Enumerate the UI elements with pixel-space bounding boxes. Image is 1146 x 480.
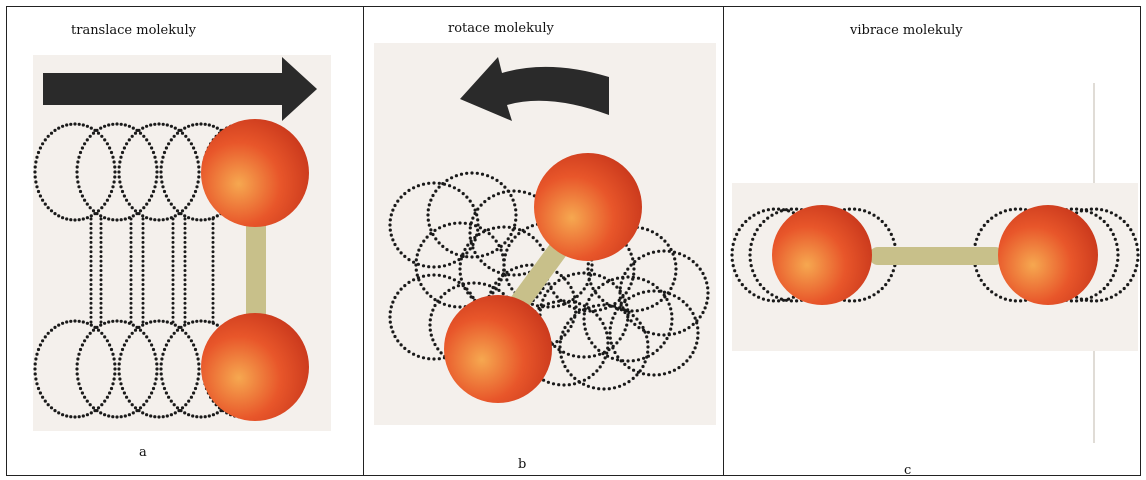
panel-letter: b [518, 457, 526, 472]
atom [534, 153, 642, 261]
panel-letter: c [904, 463, 911, 476]
rotation-diagram [364, 7, 724, 476]
atom [201, 313, 309, 421]
atom [201, 119, 309, 227]
bond [869, 247, 1004, 265]
bond [246, 222, 266, 322]
panel-letter: a [139, 445, 147, 460]
atom [772, 205, 872, 305]
panel-rotation: rotace molekuly b [363, 6, 724, 476]
panel-vibration: vibrace molekuly c [723, 6, 1141, 476]
atom [444, 295, 552, 403]
vibration-diagram [724, 7, 1141, 476]
panel-translation: translace molekuly a [6, 6, 364, 476]
translation-diagram [7, 7, 364, 476]
atom [998, 205, 1098, 305]
